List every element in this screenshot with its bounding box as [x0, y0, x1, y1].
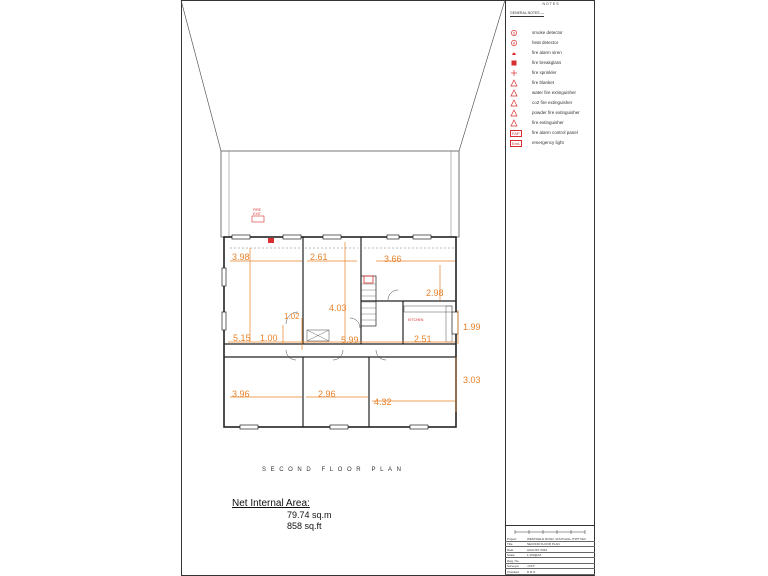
dim-label: 2.61	[310, 252, 328, 262]
dim-label: 3.66	[384, 254, 402, 264]
legend-label: fire sprinkler	[532, 70, 557, 75]
staircase-alarm-mark	[363, 275, 374, 284]
title-block-row: Date AUGUST 2024	[505, 547, 595, 553]
dim-label: 2.96	[318, 389, 336, 399]
legend-label: fire blanket	[532, 80, 555, 85]
legend-subheading: GENERAL NOTES —	[510, 11, 545, 17]
fire-alarm-control-panel-icon: FAP	[510, 129, 522, 137]
plan-title: SECOND FLOOR PLAN	[262, 467, 406, 473]
perspective-line-left	[180, 0, 222, 152]
legend-item: fire alarm siren	[510, 49, 594, 57]
legend-item: water fire extinguisher	[510, 89, 594, 97]
legend-item: EmL emergency light	[510, 139, 594, 147]
dim-label: 4.03	[329, 303, 347, 313]
legend-item: fire blanket	[510, 79, 594, 87]
fire-breakglass-icon	[511, 60, 517, 66]
legend-item: co2 fire extinguisher	[510, 99, 594, 107]
legend-item: H heat detector	[510, 39, 594, 47]
legend-heading: NOTES	[542, 2, 560, 6]
fire-alarm-siren-icon	[512, 52, 516, 55]
fire-exit-sign	[251, 215, 265, 223]
dim-label: 1.99	[463, 322, 481, 332]
legend-label: fire alarm siren	[532, 50, 562, 55]
net-area-label: Net Internal Area:	[232, 498, 310, 509]
tb-value: AUGUST 2024	[527, 547, 547, 552]
dim-label: 1.02	[284, 312, 300, 321]
legend-label: heat detector	[532, 40, 559, 45]
tb-value: SECOND FLOOR PLAN	[527, 542, 560, 546]
legend-label: powder fire extinguisher	[532, 110, 580, 115]
legend-item: powder fire extinguisher	[510, 109, 594, 117]
dim-label: 3.98	[232, 252, 250, 262]
tb-value: J.M.P	[527, 564, 535, 568]
legend-item: FAP fire alarm control panel	[510, 129, 594, 137]
co2-extinguisher-icon	[510, 99, 518, 107]
tb-key: Dwg. No.	[507, 558, 520, 563]
dim-label: 1.00	[260, 333, 278, 343]
legend-item: fire breakglass	[510, 59, 594, 67]
fire-blanket-icon	[510, 79, 518, 87]
scale-bar	[514, 530, 586, 534]
legend-label: smoke detector	[532, 30, 563, 35]
legend-item: fire sprinkler	[510, 69, 594, 77]
kitchen-label: KITCHEN	[408, 318, 424, 322]
title-block-row: Title SECOND FLOOR PLAN	[505, 542, 595, 547]
svg-text:H: H	[513, 41, 516, 45]
dim-label: 5.99	[341, 335, 359, 345]
title-block-row: Dwg. No.	[505, 558, 595, 564]
dim-label: 3.96	[232, 389, 250, 399]
legend-label: co2 fire extinguisher	[532, 100, 573, 105]
legend-label: water fire extinguisher	[532, 90, 577, 95]
title-block: Project WESTFIELD ROAD, SOUTHALL (TWT 5LR…	[505, 525, 595, 576]
svg-text:S: S	[513, 31, 516, 35]
dim-label: 5.15	[233, 333, 251, 343]
legend-label: emergency light	[532, 140, 564, 145]
dim-label: 4.32	[374, 397, 392, 407]
fire-extinguisher-icon	[510, 119, 518, 127]
tb-key: Scale	[507, 553, 515, 557]
legend-label: fire alarm control panel	[532, 130, 578, 135]
area-sqm: 79.74 sq.m	[287, 510, 332, 520]
emergency-light-icon: EmL	[510, 139, 523, 147]
legend-item: fire extinguisher	[510, 119, 594, 127]
tb-value: 1:100@A4	[527, 553, 542, 557]
area-sqft: 858 sq.ft	[287, 521, 322, 531]
fire-extinguisher-mark	[268, 238, 274, 243]
tb-value: D.R.O	[527, 569, 536, 574]
fire-sprinkler-icon	[511, 70, 517, 76]
tb-key: Surveyor	[507, 564, 520, 568]
title-block-row: Project WESTFIELD ROAD, SOUTHALL (TWT 5LR	[505, 536, 595, 542]
tb-key: Date	[507, 547, 514, 552]
perspective-line-right	[458, 0, 506, 152]
tb-key: Checked	[507, 569, 519, 574]
powder-extinguisher-icon	[510, 109, 518, 117]
title-block-row: Scale 1:100@A4	[505, 553, 595, 558]
legend-panel: NOTES GENERAL NOTES — S smoke detector H…	[505, 0, 595, 576]
dim-label: 3.03	[463, 375, 481, 385]
title-block-row: Surveyor J.M.P	[505, 564, 595, 569]
water-extinguisher-icon	[510, 89, 518, 97]
dim-label: 2.51	[414, 334, 432, 344]
heat-detector-icon: H	[511, 40, 517, 46]
tb-key: Project	[507, 536, 517, 541]
legend-item: S smoke detector	[510, 29, 594, 37]
legend-label: fire breakglass	[532, 60, 562, 65]
fire-exit-label: FIRE EXIT	[253, 208, 261, 216]
legend-label: fire extinguisher	[532, 120, 564, 125]
dim-label: 2.98	[426, 288, 444, 298]
tb-value: WESTFIELD ROAD, SOUTHALL (TWT 5LR	[527, 536, 586, 541]
smoke-detector-icon: S	[511, 30, 517, 36]
tb-key: Title	[507, 542, 513, 546]
title-block-row: Checked D.R.O	[505, 569, 595, 575]
